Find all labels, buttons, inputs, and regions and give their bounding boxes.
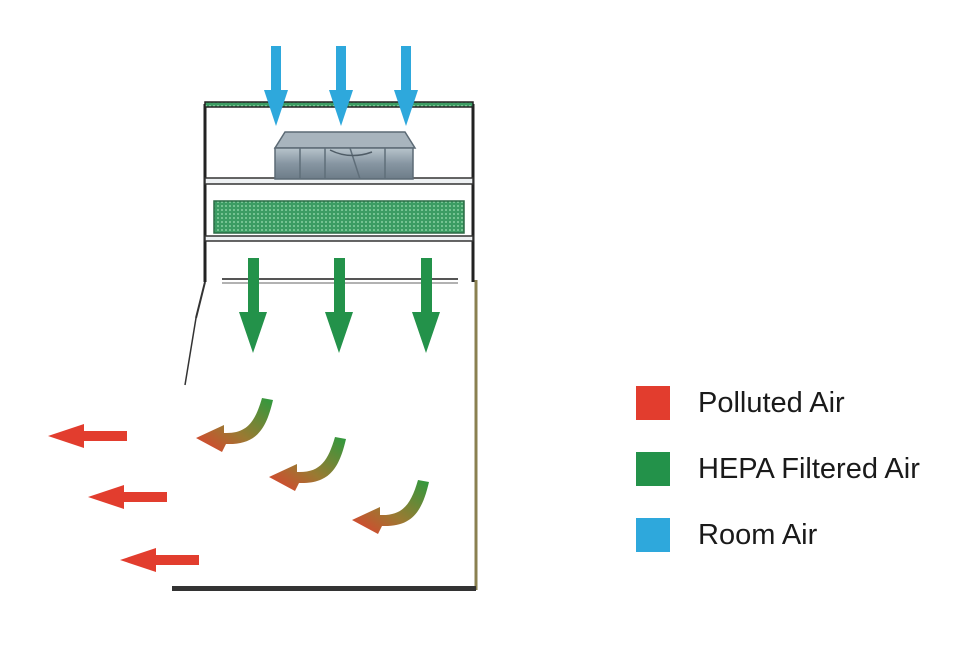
blower-fan <box>273 131 417 180</box>
legend-label: Room Air <box>698 518 818 551</box>
polluted-air-arrow <box>88 485 167 509</box>
room-air-arrow <box>329 46 353 126</box>
legend-item-polluted-air: Polluted Air <box>636 370 956 436</box>
transition-air-arrows <box>196 398 429 534</box>
room-air-arrow <box>394 46 418 126</box>
turning-air-arrow <box>269 437 346 491</box>
room-air-arrow <box>264 46 288 126</box>
polluted-air-arrow <box>48 424 127 448</box>
polluted-air-swatch-icon <box>636 386 670 420</box>
polluted-air-arrows <box>48 424 199 572</box>
room-air-arrows <box>264 46 418 126</box>
turning-air-arrow <box>352 480 429 534</box>
hepa-air-arrow <box>239 258 267 353</box>
hepa-air-arrows <box>239 258 440 353</box>
legend: Polluted Air HEPA Filtered Air Room Air <box>636 370 956 568</box>
legend-item-hepa-filtered-air: HEPA Filtered Air <box>636 436 956 502</box>
room-air-swatch-icon <box>636 518 670 552</box>
hepa-filter <box>213 200 465 234</box>
polluted-air-arrow <box>120 548 199 572</box>
hepa-air-swatch-icon <box>636 452 670 486</box>
hepa-air-arrow <box>325 258 353 353</box>
legend-label: Polluted Air <box>698 386 845 419</box>
turning-air-arrow <box>196 398 273 452</box>
legend-item-room-air: Room Air <box>636 502 956 568</box>
hepa-air-arrow <box>412 258 440 353</box>
legend-label: HEPA Filtered Air <box>698 452 920 485</box>
